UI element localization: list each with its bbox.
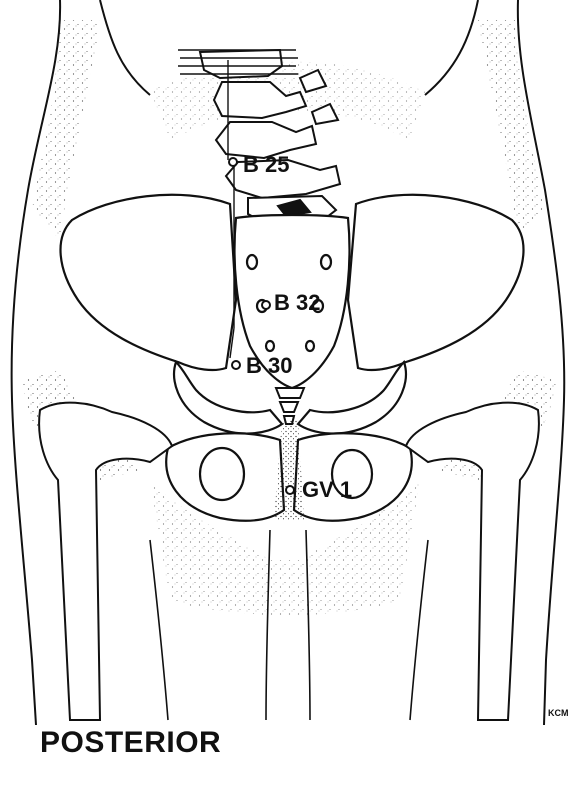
point-b30[interactable]: B 30 [232,353,292,378]
point-b30-marker [232,361,240,369]
gluteal-cleft-shading [274,420,304,520]
point-b25-marker [229,158,237,166]
point-b30-label: B 30 [246,353,292,378]
coccyx [276,388,304,424]
artist-initials: KCM [548,708,569,718]
point-gv1-marker [286,486,294,494]
point-b32-label: B 32 [274,290,320,315]
point-gv1-label: GV 1 [302,477,352,502]
point-b25-label: B 25 [243,152,289,177]
view-caption: POSTERIOR [40,726,221,760]
point-b32-marker [262,301,270,309]
